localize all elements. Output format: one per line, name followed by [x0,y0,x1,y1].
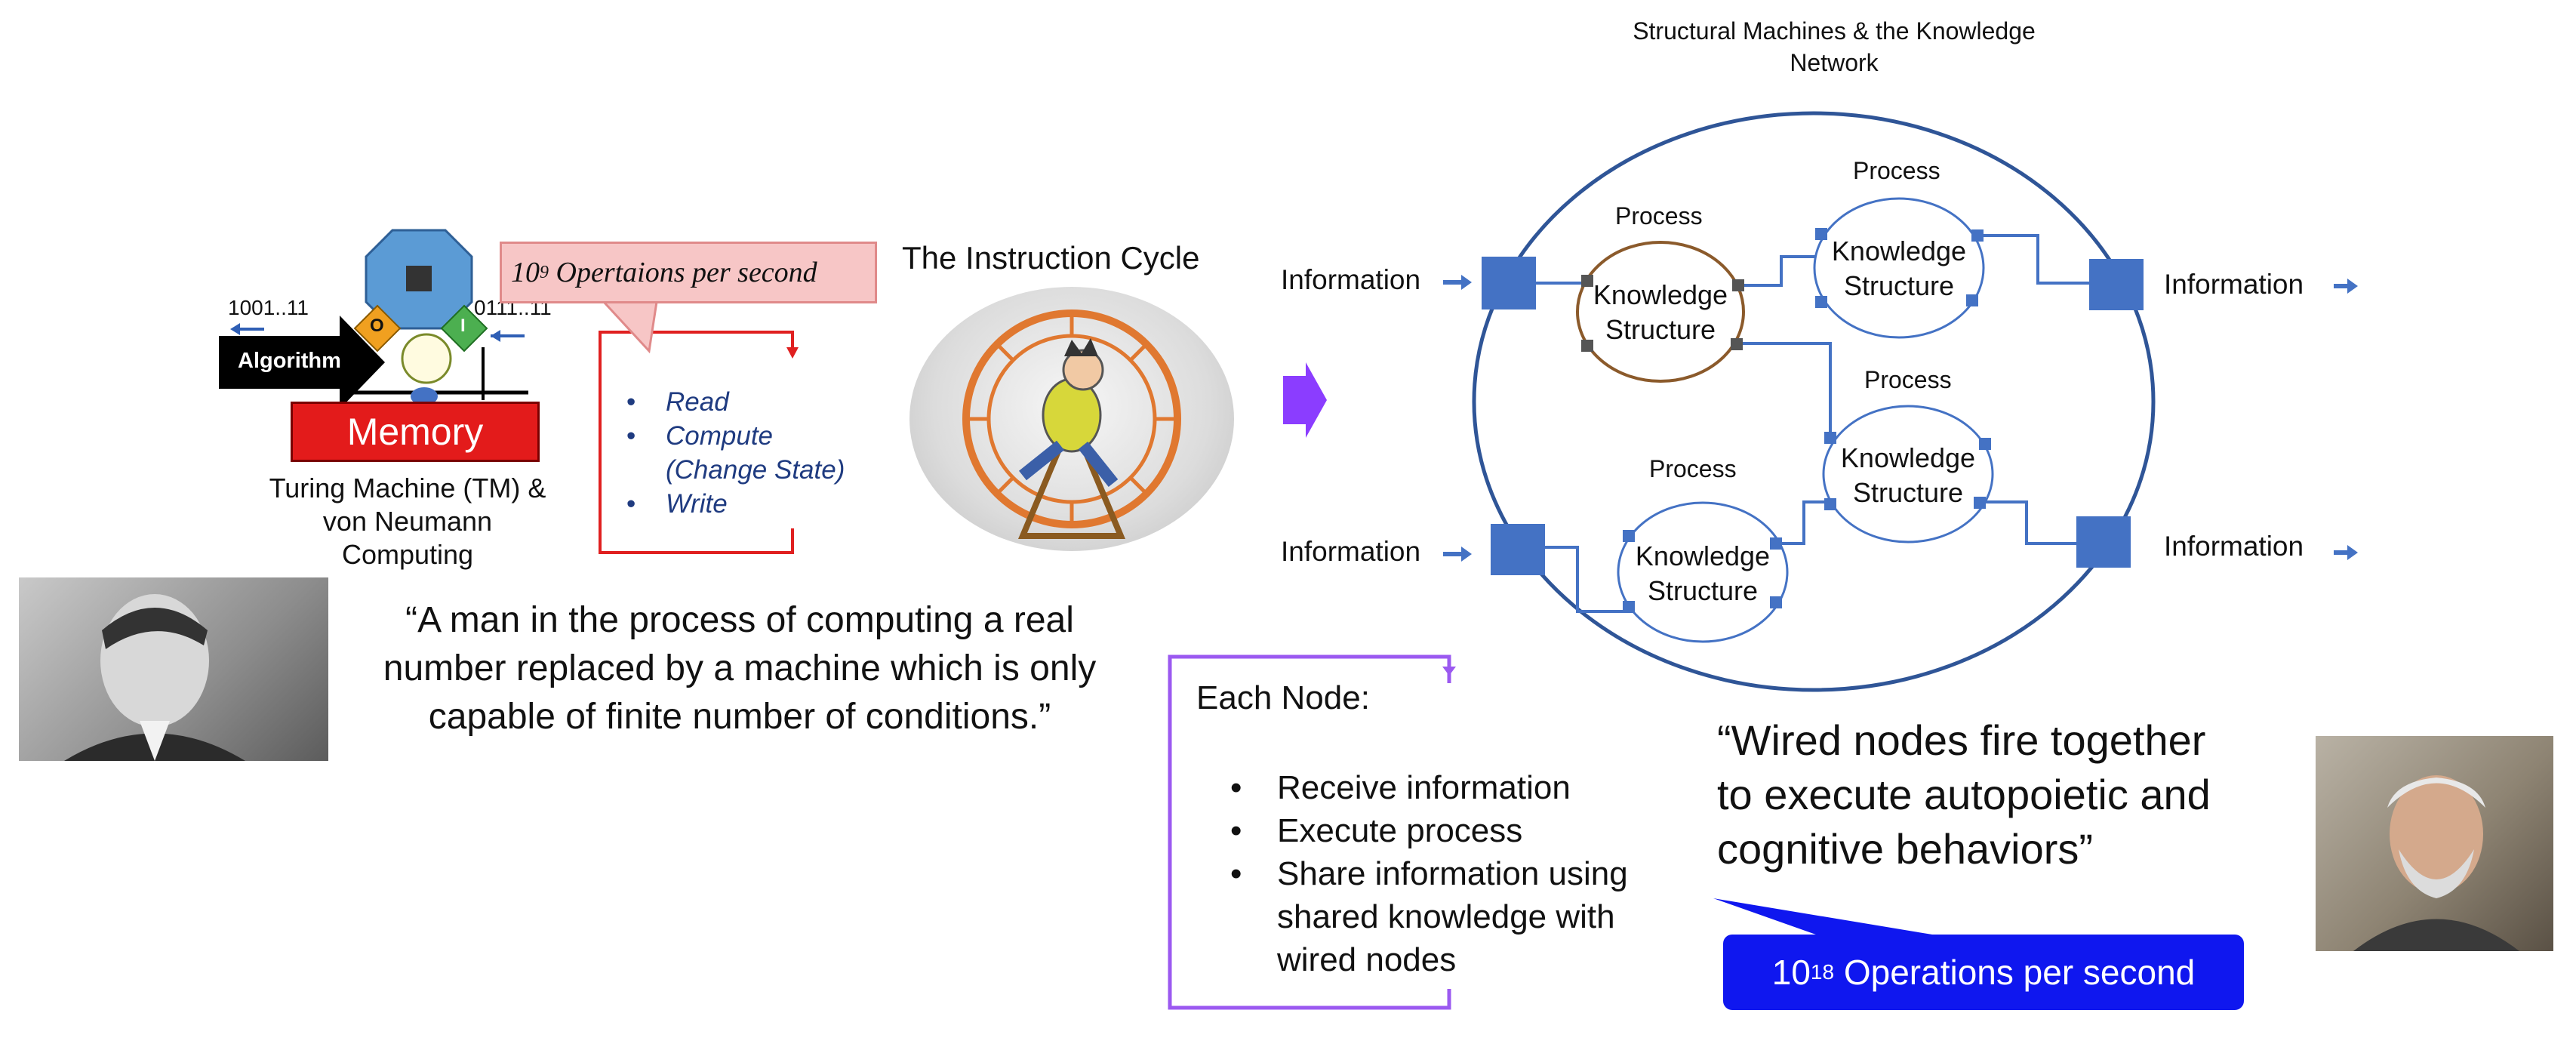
ops-badge-exp: 18 [1810,960,1835,984]
cycle-step-compute: Compute [666,421,774,451]
ks-ellipse-3 [1822,405,1994,544]
info-label-in-top: Information [1281,264,1421,295]
ops-badge-base: 10 [1771,953,1811,992]
ks-ellipse-4 [1617,501,1789,643]
io-square-bottom-left [1491,524,1545,575]
process-label-2: Process [1853,157,1940,184]
cycle-step-write: Write [666,489,728,519]
right-arrow-icon [1283,362,1327,438]
head-left-label: O [370,316,384,336]
each-node-item-4: shared knowledge with [1277,898,1615,935]
wired-quote-line3: cognitive behaviors” [1717,825,2094,873]
io-square-top-right [2089,259,2144,310]
ks-label-2-line1: Knowledge [1831,236,1967,266]
tm-caption-line1: Turing Machine (TM) & [269,473,546,503]
ks-label-4: Knowledge Structure [1627,539,1778,608]
ks-label-3-line2: Structure [1852,477,1964,508]
info-label-out-top: Information [2164,269,2304,300]
turing-quote-line1: “A man in the process of computing a rea… [405,600,1074,640]
turing-quote: “A man in the process of computing a rea… [332,596,1147,741]
head-right-label: I [460,316,466,336]
io-square-bottom-right [2076,516,2131,568]
ops-callout-exp: 9 [540,262,549,282]
cycle-step-change-state: (Change State) [666,455,845,485]
io-square-top-left [1482,257,1536,309]
each-node-item-5: wired nodes [1277,941,1457,978]
ks-label-1-line2: Structure [1605,314,1716,345]
each-node-item-3: Share information using [1277,855,1628,892]
person-photo-turing [19,577,328,761]
ops-callout-text: Opertaions per second [549,257,817,288]
algorithm-label: Algorithm [238,349,341,373]
network-title-line1: Structural Machines & the Knowledge [1633,17,2036,45]
ks-label-2: Knowledge Structure [1824,234,1974,303]
turing-quote-line2: number replaced by a machine which is on… [383,648,1097,688]
wired-quote: “Wired nodes fire together to execute au… [1717,713,2321,876]
info-label-in-bottom: Information [1281,536,1421,567]
network-title-line2: Network [1790,49,1879,76]
ks-label-3-line1: Knowledge [1840,442,1976,473]
ks-ellipse-1 [1576,241,1745,383]
tm-caption-line2: von Neumann [322,506,493,537]
cycle-step-read: Read [666,387,729,417]
tm-caption-line3: Computing [341,539,474,570]
wired-quote-line2: to execute autopoietic and [1717,771,2211,818]
algorithm-arrow [219,316,385,409]
each-node-list: •Receive information •Execute process •S… [1230,766,1628,981]
cpu-chip-icon [406,266,432,291]
network-boundary [1472,111,2156,692]
cycle-list: •Read •Compute (Change State) •Write [626,385,845,521]
process-label-1: Process [1615,202,1703,229]
ks-label-1-line1: Knowledge [1593,279,1728,310]
node-box [1168,654,1456,1010]
ks-label-1: Knowledge Structure [1585,278,1736,347]
output-diamond [353,304,402,353]
person-photo [2316,736,2553,951]
turing-quote-line3: capable of finite number of conditions.” [428,697,1051,737]
cycle-bracket [599,331,794,554]
bits-left: 1001..11 [228,296,309,319]
network-title: Structural Machines & the Knowledge Netw… [1570,15,2098,79]
ops-callout-base: 10 [511,257,540,288]
hamster-wheel-icon [909,287,1234,551]
ops-badge-text: Operations per second [1834,953,2196,992]
badge-pointer [1713,898,1932,938]
process-label-3: Process [1864,366,1952,393]
each-node-heading: Each Node: [1196,679,1370,716]
ks-ellipse-2 [1813,197,1985,339]
instruction-cycle-title: The Instruction Cycle [902,240,1200,276]
state-circle [401,333,452,384]
wired-quote-line1: “Wired nodes fire together [1717,716,2206,764]
each-node-item-1: Receive information [1277,769,1571,806]
memory-block: Memory [291,402,540,462]
process-label-4: Process [1649,455,1737,482]
ks-label-4-line2: Structure [1647,575,1759,606]
ks-label-3: Knowledge Structure [1833,441,1984,510]
each-node-item-2: Execute process [1277,812,1523,849]
ks-label-2-line2: Structure [1843,270,1955,301]
input-diamond [440,304,488,353]
ks-label-4-line1: Knowledge [1635,540,1771,571]
tm-caption: Turing Machine (TM) & von Neumann Comput… [226,472,589,571]
info-label-out-bottom: Information [2164,531,2304,562]
